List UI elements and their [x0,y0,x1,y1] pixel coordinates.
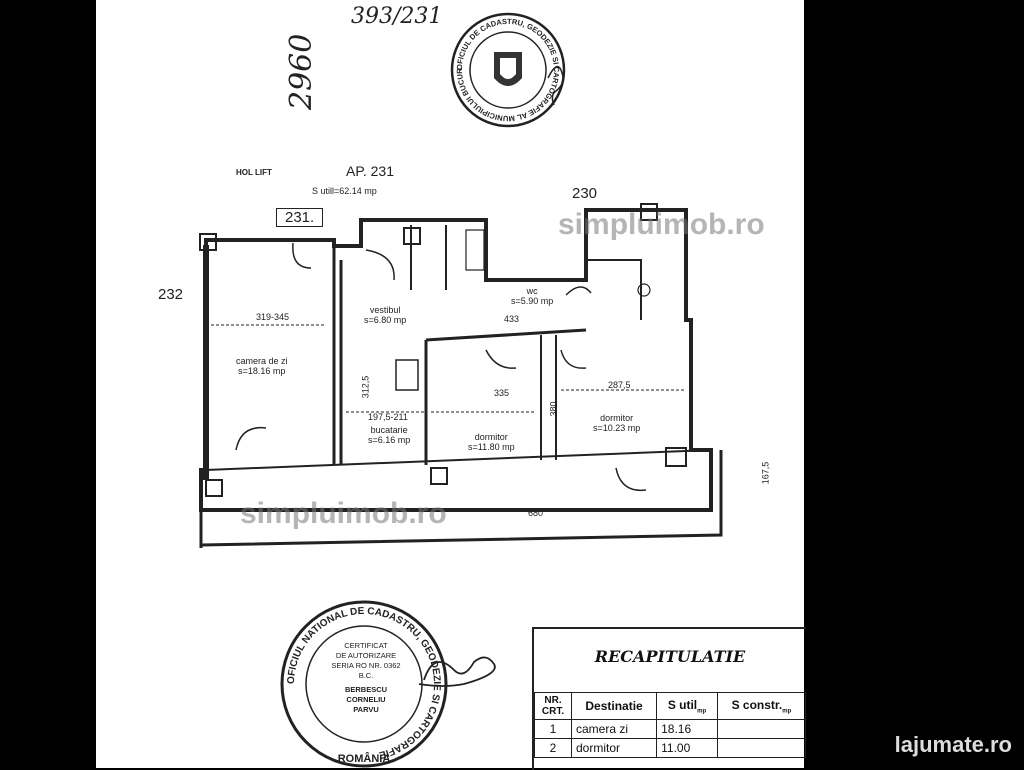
dimension-label: 287,5 [608,380,631,390]
svg-text:OFICIUL NATIONAL DE CADASTRU,: OFICIUL NATIONAL DE CADASTRU, GEODEZIE S… [286,606,442,760]
recap-cell: dormitor [570,738,658,758]
room-name: wc [526,286,538,296]
recap-header-unit: mp [782,708,792,715]
stamp-inner-line: BERBESCU [345,685,387,694]
recap-cell: 2 [534,738,572,758]
table-row: 1 camera zi 18.16 [534,719,807,739]
watermark-bottom: simpluimob.ro [240,497,447,530]
dimension-label: 167,5 [760,461,771,485]
neighbor-unit-left: 232 [158,286,184,303]
room-name: bucatarie [370,425,408,435]
room-name: vestibul [369,305,401,315]
recap-header-text: S constr. [731,697,783,712]
room-name: dormitor [600,413,634,423]
room-area: s=5.90 mp [511,296,554,306]
room-area: s=10.23 mp [593,423,641,433]
recap-header: S constr.mp [716,692,807,720]
signature [418,656,496,687]
room-vestibul: vestibul s=6.80 mp [364,305,406,325]
stamp-inner-line: CORNELIU [346,695,385,704]
document-number: 393/231 [351,4,443,29]
hol-lift-label: HOL LIFT [236,168,272,177]
recap-header: S utilmp [656,692,718,720]
recap-panel: RECAPITULATIE NR. CRT. Destinatie S util… [532,627,807,770]
recap-cell: camera zi [570,719,658,739]
stamp-inner-line: B.C. [359,671,374,680]
vertical-number: 2960 [284,33,319,110]
recap-cell: 11.00 [656,738,718,758]
recap-header: NR. CRT. [534,692,572,720]
recap-cell: 18.16 [656,719,718,739]
dimension-label: 312,5 [360,375,371,399]
watermark-top: simpluimob.ro [558,208,765,241]
table-row: 2 dormitor 11.00 [534,738,807,758]
unit-number-box: 231. [276,208,324,227]
cadastre-stamp-top: OFICIUL DE CADASTRU, GEODEZIE SI CARTOGR… [448,8,566,128]
room-camera-de-zi: camera de zi s=18.16 mp [236,356,288,376]
neighbor-unit-right: 230 [572,185,598,202]
dimension-label: 380 [548,401,559,417]
apartment-title: AP. 231 [346,163,395,179]
room-dormitor-2: dormitor s=10.23 mp [593,413,640,433]
recap-cell [716,719,807,739]
dimension-label: 319-345 [256,312,290,322]
dimension-label: 433 [504,314,520,324]
room-area: s=6.80 mp [364,315,407,325]
room-name: dormitor [474,432,508,442]
recap-header-unit: mp [697,708,707,715]
stamp-inner-line: PARVU [353,705,379,714]
floor-plan [199,203,723,548]
dimension-label: 197,5-211 [368,412,408,422]
stamp-inner-line: SERIA RO NR. 0362 [331,661,400,670]
stamp-bottom-ring-text: OFICIUL NATIONAL DE CADASTRU, GEODEZIE S… [286,606,442,760]
apartment-area: S utill=62.14 mp [312,186,377,196]
room-bucatarie: bucatarie s=6.16 mp [368,425,410,445]
recap-header: Destinatie [570,692,658,720]
recap-cell: 1 [534,719,572,739]
recap-title: RECAPITULATIE [594,647,746,666]
stamp-inner-line: CERTIFICAT [344,641,388,650]
room-name: camera de zi [236,356,288,366]
stamp-country: ROMÂNIA [338,752,391,765]
dimension-label: 335 [494,388,510,398]
cadastre-stamp-bottom: OFICIUL NATIONAL DE CADASTRU, GEODEZIE S… [280,600,496,768]
recap-header-text: S util [667,697,698,712]
recap-header-row: NR. CRT. Destinatie S utilmp S constr.mp [534,692,807,720]
room-dormitor-1: dormitor s=11.80 mp [468,432,515,452]
room-area: s=18.16 mp [238,366,286,376]
scanned-document: 393/231 2960 OFICIUL DE CADASTRU, GEODEZ… [96,0,807,770]
dimension-label: 680 [528,508,544,518]
room-area: s=6.16 mp [368,435,411,445]
room-wc: wc s=5.90 mp [511,286,553,306]
stamp-inner-line: DE AUTORIZARE [336,651,396,660]
room-area: s=11.80 mp [468,442,515,452]
recap-cell [716,738,807,758]
recap-table: NR. CRT. Destinatie S utilmp S constr.mp… [534,692,807,758]
site-watermark: lajumate.ro [894,732,1012,757]
